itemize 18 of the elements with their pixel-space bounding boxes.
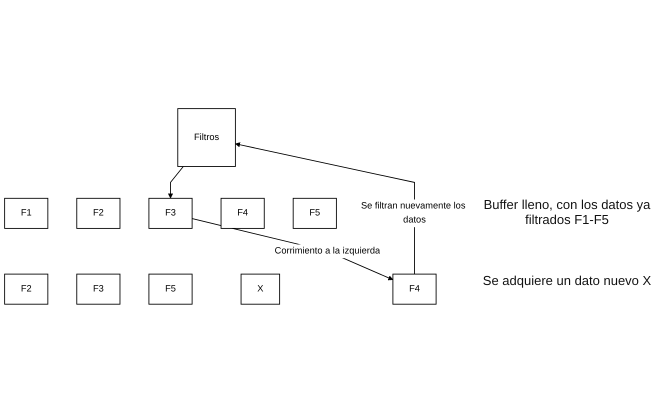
node-box: F5	[148, 273, 193, 304]
note-text: Buffer lleno, con los datos ya filtrados F1-F5	[482, 196, 652, 227]
arrow	[192, 218, 394, 280]
node-box: F2	[76, 197, 120, 228]
node-box: F4	[392, 273, 437, 304]
node-box: F4	[220, 197, 265, 228]
note-text: Se adquiere un dato nuevo X	[482, 272, 652, 288]
arrow	[235, 142, 415, 274]
node-box: F5	[292, 197, 337, 228]
edge-label: Corrimiento a la izquierda	[274, 246, 380, 256]
node-box: F1	[4, 197, 48, 228]
node-box: F2	[4, 273, 48, 304]
node-box: F3	[76, 273, 120, 304]
node-box: X	[240, 273, 280, 304]
arrow	[168, 166, 184, 198]
edge-label: Se filtran nuevamente los datos	[360, 200, 466, 225]
node-box: Filtros	[177, 108, 236, 166]
node-box: F3	[148, 197, 193, 228]
